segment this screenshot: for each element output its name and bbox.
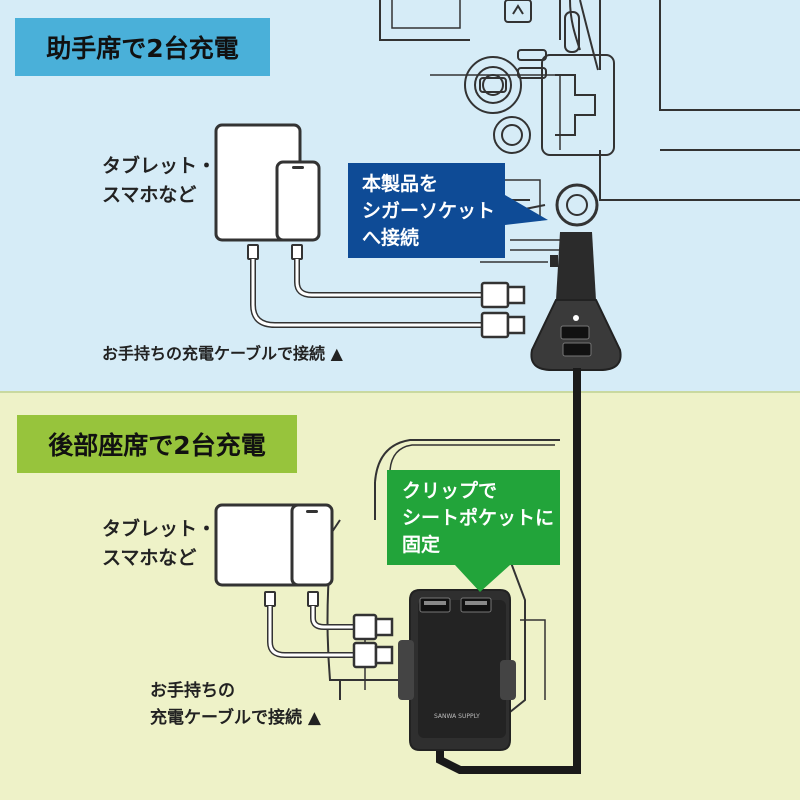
product-brand: SANWA SUPPLY: [434, 713, 480, 720]
bottom-devices: [214, 503, 394, 669]
top-devices: [214, 123, 526, 339]
green-callout-shape: [387, 470, 560, 592]
front-device-label: タブレット・ スマホなど: [102, 155, 217, 206]
front-cable-label: お手持ちの充電ケーブルで接続 ▲: [102, 344, 343, 363]
dashboard-drawing: [379, 0, 800, 263]
rear-device-label: タブレット・ スマホなど: [102, 518, 217, 569]
rear-cable-label: お手持ちの 充電ケーブルで接続 ▲: [150, 681, 321, 728]
rear-seat-heading: 後部座席で2台充電: [17, 415, 297, 473]
rear-callout-text: クリップで シートポケットに 固定: [402, 480, 555, 556]
blue-callout-shape: [348, 163, 548, 258]
car-charger: [530, 183, 622, 371]
front-seat-heading: 助手席で2台充電: [15, 18, 270, 76]
rear-usb-hub: [398, 589, 516, 751]
front-callout-text: 本製品を シガーソケット へ接続: [362, 173, 496, 249]
